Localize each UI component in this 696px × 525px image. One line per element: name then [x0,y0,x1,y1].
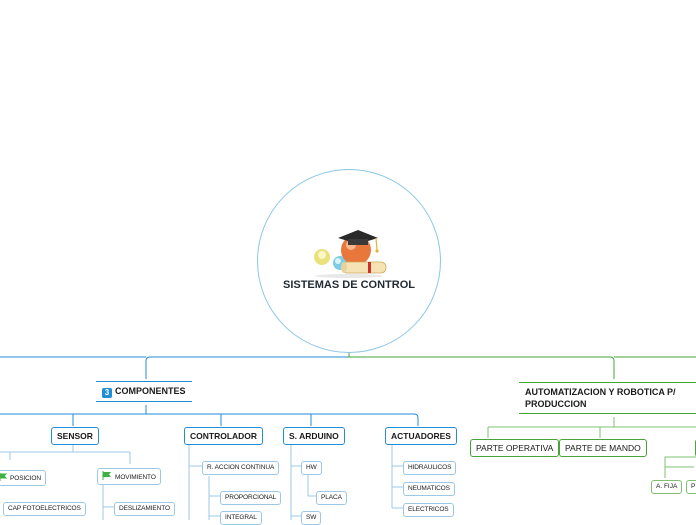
branch-componentes-label: COMPONENTES [115,386,186,396]
leaf-movimiento-label: MOVIMIENTO [115,474,156,481]
leaf-posicion[interactable]: POSICION [0,470,46,486]
leaf-r-accion-continua[interactable]: R. ACCION CONTINUA [202,461,280,475]
topic-parte-de-mando[interactable]: PARTE DE MANDO [559,439,647,457]
link-controlador [188,444,220,520]
link-sensor [0,444,131,464]
leaf-movimiento[interactable]: MOVIMIENTO [97,468,161,485]
branch-automatizacion-label: AUTOMATIZACION Y ROBOTICA P/ PRODUCCION [525,387,676,409]
topic-arduino[interactable]: S. ARDUINO [283,427,345,445]
leaf-neumaticos[interactable]: NEUMATICOS [403,482,455,496]
link-central-left [145,353,350,379]
flag-icon [0,473,7,481]
link-componentes-bus [0,405,419,426]
link-automatizacion-bus [487,417,696,438]
branch-automatizacion[interactable]: AUTOMATIZACION Y ROBOTICA P/ PRODUCCION [519,382,696,414]
topic-sensor[interactable]: SENSOR [51,427,99,445]
central-topic[interactable]: SISTEMAS DE CONTROL [257,169,441,353]
link-arduino [290,444,316,520]
leaf-proporcional[interactable]: PROPORCIONAL [220,491,282,505]
central-title: SISTEMAS DE CONTROL [282,279,415,291]
leaf-hw[interactable]: HW [301,461,322,475]
link-automatizacion-sub [664,456,696,478]
leaf-posicion-label: POSICION [10,475,41,482]
flag-icon [102,471,111,480]
leaf-deslizamiento[interactable]: DESLIZAMIENTO [114,502,175,516]
topic-parte-operativa[interactable]: PARTE OPERATIVA [470,439,560,457]
leaf-partial-p[interactable]: P [686,480,696,494]
leaf-sw[interactable]: SW [301,511,322,525]
leaf-a-fija[interactable]: A. FIJA [651,480,683,494]
leaf-hidraulicos[interactable]: HIDRAULICOS [403,461,457,475]
topic-controlador[interactable]: CONTROLADOR [184,427,264,445]
priority-badge: 3 [102,388,112,398]
graduation-cap-icon [314,230,387,278]
link-central-right [348,353,615,379]
leaf-cap-fotoelectricos[interactable]: CAP FOTOELECTRICOS [3,502,86,516]
leaf-integral[interactable]: INTEGRAL [220,511,262,525]
link-movimiento [102,484,114,520]
topic-actuadores[interactable]: ACTUADORES [385,427,457,445]
leaf-placa[interactable]: PLACA [316,491,347,505]
link-actuadores [391,444,403,509]
leaf-electricos[interactable]: ELECTRICOS [403,503,454,517]
